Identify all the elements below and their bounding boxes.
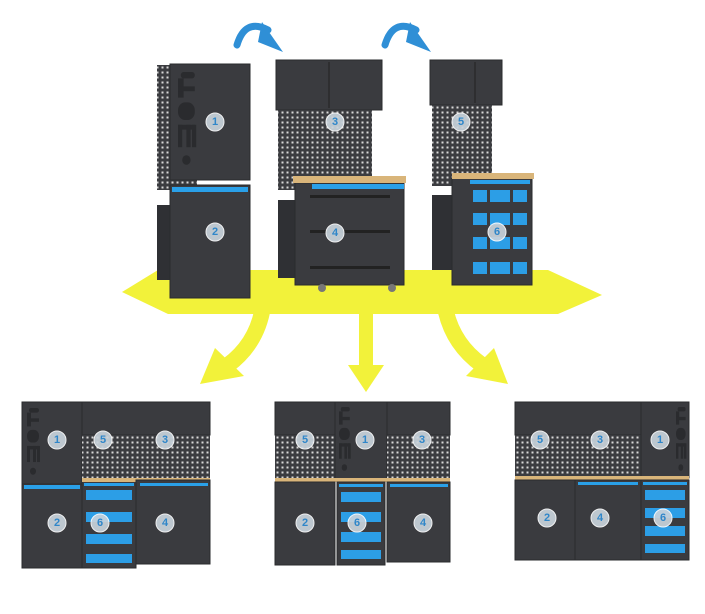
config-a-badge-4: 4 xyxy=(155,513,175,533)
module-badge-1: 1 xyxy=(205,112,225,132)
config-a-badge-5: 5 xyxy=(93,430,113,450)
config-c-badge-3: 3 xyxy=(590,430,610,450)
config-b-badge-6: 6 xyxy=(347,513,367,533)
svg-text:5: 5 xyxy=(458,116,464,128)
svg-text:4: 4 xyxy=(597,512,604,524)
svg-text:6: 6 xyxy=(660,512,666,524)
wall-cabinet xyxy=(429,59,503,106)
down-arrow-icon xyxy=(200,310,270,384)
config-c-badge-1: 1 xyxy=(650,430,670,450)
config-a-badge-6: 6 xyxy=(90,513,110,533)
configuration-a xyxy=(21,401,211,569)
svg-text:1: 1 xyxy=(657,434,663,446)
svg-text:3: 3 xyxy=(332,116,338,128)
svg-text:1: 1 xyxy=(54,434,60,446)
down-arrow-icon xyxy=(348,312,384,392)
svg-text:2: 2 xyxy=(212,226,218,238)
module-badge-6: 6 xyxy=(487,222,507,242)
svg-text:2: 2 xyxy=(302,517,308,529)
config-a-badge-2: 2 xyxy=(47,513,67,533)
module-badge-5: 5 xyxy=(451,112,471,132)
svg-text:3: 3 xyxy=(162,434,168,446)
config-b-badge-5: 5 xyxy=(295,430,315,450)
svg-text:4: 4 xyxy=(420,517,427,529)
config-b-badge-3: 3 xyxy=(412,430,432,450)
storage-bins xyxy=(473,190,527,274)
config-c-badge-5: 5 xyxy=(530,430,550,450)
rotate-arrow-head xyxy=(406,22,431,52)
config-a-badge-3: 3 xyxy=(155,430,175,450)
svg-text:5: 5 xyxy=(537,434,543,446)
config-c-badge-4: 4 xyxy=(590,508,610,528)
config-a-badge-1: 1 xyxy=(47,430,67,450)
svg-text:6: 6 xyxy=(354,517,360,529)
module-badge-2: 2 xyxy=(205,222,225,242)
cabinet-lower xyxy=(169,184,251,299)
module-badge-4: 4 xyxy=(325,223,345,243)
module-column-3 xyxy=(429,59,534,286)
configuration-b xyxy=(274,401,451,566)
svg-text:1: 1 xyxy=(212,116,218,128)
svg-text:5: 5 xyxy=(302,434,308,446)
svg-text:4: 4 xyxy=(162,517,169,529)
svg-text:3: 3 xyxy=(597,434,603,446)
module-column-1 xyxy=(157,63,251,299)
svg-text:4: 4 xyxy=(332,227,339,239)
svg-text:1: 1 xyxy=(362,434,368,446)
svg-text:2: 2 xyxy=(544,512,550,524)
config-c-badge-2: 2 xyxy=(537,508,557,528)
workbench xyxy=(294,182,405,286)
svg-text:6: 6 xyxy=(494,226,500,238)
module-badge-3: 3 xyxy=(325,112,345,132)
module-column-2 xyxy=(275,59,406,292)
svg-text:2: 2 xyxy=(54,517,60,529)
svg-text:3: 3 xyxy=(419,434,425,446)
config-b-badge-1: 1 xyxy=(355,430,375,450)
rotate-arrow-head xyxy=(258,22,283,52)
config-c-badge-6: 6 xyxy=(653,508,673,528)
config-b-badge-2: 2 xyxy=(295,513,315,533)
down-arrow-icon xyxy=(438,309,508,384)
config-b-badge-4: 4 xyxy=(413,513,433,533)
svg-text:6: 6 xyxy=(97,517,103,529)
configuration-c xyxy=(514,401,690,561)
svg-text:5: 5 xyxy=(100,434,106,446)
